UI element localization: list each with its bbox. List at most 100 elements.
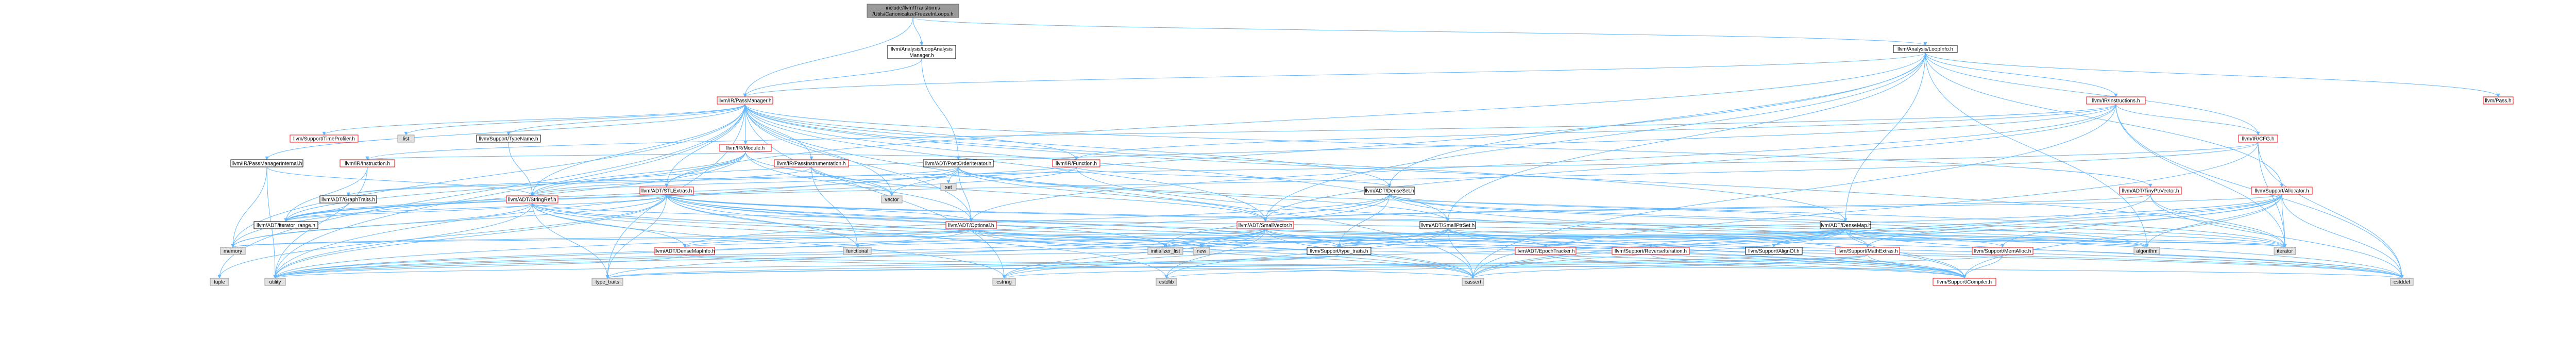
header-node-postorder[interactable]: llvm/ADT/PostOrderIterator.h [923, 159, 994, 167]
header-node-pass-box [2483, 96, 2514, 105]
header-node-root[interactable]: include/llvm/Transforms/Utils/Canonicali… [867, 4, 959, 18]
header-node-smallvector[interactable]: llvm/ADT/SmallVector.h [1236, 221, 1294, 229]
header-node-timeprof[interactable]: llvm/Support/TimeProfiler.h [290, 134, 359, 143]
header-node-denseset[interactable]: llvm/ADT/DenseSet.h [1364, 187, 1415, 195]
header-node-list-label: list [403, 137, 409, 142]
header-node-typetraits[interactable]: type_traits [591, 278, 623, 286]
header-node-allocator[interactable]: llvm/Support/Allocator.h [2251, 187, 2313, 195]
header-node-mathextras[interactable]: llvm/Support/MathExtras.h [1835, 247, 1900, 255]
header-node-pmint-box [230, 159, 303, 167]
edge-denseset-to-iterator [1389, 194, 2287, 248]
header-node-memalloc-box [1972, 247, 2033, 255]
edge-passmgr-to-timeprof [322, 104, 745, 136]
header-node-graphtraits-label: llvm/ADT/GraphTraits.h [321, 197, 375, 203]
header-node-typename[interactable]: llvm/Support/TypeName.h [476, 134, 541, 143]
edge-stlextras-to-iterator [666, 194, 2287, 248]
header-node-denseset-box [1364, 187, 1415, 195]
header-node-typetraitsllvm[interactable]: llvm/Support/type_traits.h [1307, 247, 1371, 255]
edge-loopinfo-to-pass [1925, 52, 2500, 97]
header-node-graphtraits[interactable]: llvm/ADT/GraphTraits.h [319, 195, 377, 204]
edge-module-to-iterrange [284, 151, 746, 222]
header-node-cstddef[interactable]: cstddef [2390, 278, 2414, 286]
header-node-pass[interactable]: llvm/Pass.h [2483, 96, 2514, 105]
edge-allocator-to-cassert [1471, 194, 2282, 279]
header-node-cstdlib-box [1156, 278, 1177, 286]
header-node-utility-label: utility [269, 280, 281, 285]
edge-densemapinfo-to-cassert [684, 254, 1475, 279]
edge-function-to-compiler [1076, 166, 1967, 279]
header-node-passmgr[interactable]: llvm/IR/PassManager.h [717, 96, 773, 105]
header-node-tuple-label: tuple [214, 280, 225, 285]
edge-instruction-to-iterrange [284, 166, 368, 222]
edge-allocator-to-smallvector [1263, 194, 2282, 222]
header-node-cfg-box [2238, 134, 2278, 143]
edge-instructions-to-optional [969, 104, 2116, 222]
header-node-memalloc[interactable]: llvm/Support/MemAlloc.h [1972, 247, 2033, 255]
edge-root-to-lam [912, 17, 924, 46]
header-node-reverseiter[interactable]: llvm/Support/ReverseIteration.h [1612, 247, 1690, 255]
edge-stlextras-to-optional [666, 194, 973, 222]
header-node-cfg[interactable]: llvm/IR/CFG.h [2238, 134, 2278, 143]
edge-loopinfo-to-stlextras [665, 52, 1926, 188]
header-node-stlextras-label: llvm/ADT/STLExtras.h [641, 189, 692, 194]
header-node-vector[interactable]: vector [881, 195, 903, 204]
edge-stlextras-to-typetraits [605, 194, 667, 279]
header-node-stringref[interactable]: llvm/ADT/StringRef.h [506, 195, 558, 204]
header-node-optional-box [945, 221, 997, 229]
header-node-cstddef-label: cstddef [2394, 280, 2410, 285]
header-node-densemap[interactable]: llvm/ADT/DenseMap.h [1820, 221, 1871, 229]
header-node-cstdlib[interactable]: cstdlib [1156, 278, 1177, 286]
edge-smallvector-to-cstddef [1265, 228, 2404, 279]
header-node-passinstr[interactable]: llvm/IR/PassInstrumentation.h [774, 159, 849, 167]
edge-typename-to-stringref [508, 142, 534, 196]
header-nodes: include/llvm/Transforms/Utils/Canonicali… [210, 4, 2514, 286]
header-node-tinyptr[interactable]: llvm/ADT/TinyPtrVector.h [2119, 187, 2182, 195]
header-node-module[interactable]: llvm/IR/Module.h [719, 144, 772, 152]
header-node-timeprof-box [290, 134, 359, 143]
header-node-compiler[interactable]: llvm/Support/Compiler.h [1933, 278, 1996, 286]
header-node-passmgr-box [717, 96, 773, 105]
header-node-alignof[interactable]: llvm/Support/AlignOf.h [1745, 247, 1803, 255]
header-node-alignof-box [1745, 247, 1803, 255]
header-node-cstring[interactable]: cstring [992, 278, 1016, 286]
header-node-tuple[interactable]: tuple [210, 278, 229, 286]
header-node-instruction[interactable]: llvm/IR/Instruction.h [340, 159, 395, 167]
header-node-utility[interactable]: utility [264, 278, 286, 286]
header-node-pmint[interactable]: llvm/IR/PassManagerInternal.h [230, 159, 303, 167]
edge-stlextras-to-cassert [666, 194, 1475, 279]
edge-passmgr-to-typename [506, 104, 745, 136]
header-node-cassert[interactable]: cassert [1462, 278, 1484, 286]
header-node-stringref-label: llvm/ADT/StringRef.h [508, 197, 556, 203]
header-node-allocator-label: llvm/Support/Allocator.h [2255, 189, 2309, 194]
header-node-algorithm[interactable]: algorithm [2133, 247, 2160, 255]
header-node-mathextras-label: llvm/Support/MathExtras.h [1837, 249, 1897, 255]
edge-loopinfo-to-algorithm [1925, 52, 2149, 248]
header-node-memory[interactable]: memory [220, 247, 246, 255]
edge-alignof-to-typetraits [606, 254, 1774, 279]
header-node-optional[interactable]: llvm/ADT/Optional.h [945, 221, 997, 229]
header-node-smallptrset[interactable]: llvm/ADT/SmallPtrSet.h [1419, 221, 1476, 229]
header-node-function[interactable]: llvm/IR/Function.h [1052, 159, 1100, 167]
edge-allocator-to-cstddef [2281, 194, 2404, 279]
header-node-list[interactable]: list [397, 134, 415, 143]
header-node-stlextras[interactable]: llvm/ADT/STLExtras.h [639, 187, 694, 195]
header-node-reverseiter-label: llvm/Support/ReverseIteration.h [1615, 249, 1687, 255]
header-node-iterrange[interactable]: llvm/ADT/iterator_range.h [253, 221, 318, 229]
edge-loopinfo-to-allocator [1925, 52, 2284, 188]
header-node-instruction-label: llvm/IR/Instruction.h [345, 161, 390, 167]
header-node-iterator[interactable]: iterator [2274, 247, 2296, 255]
header-node-initlist[interactable]: initializer_list [1147, 247, 1183, 255]
header-node-functional[interactable]: functional [843, 247, 872, 255]
header-node-epoch[interactable]: llvm/ADT/EpochTracker.h [1515, 247, 1577, 255]
header-node-set[interactable]: set [940, 183, 957, 191]
edge-instructions-to-iterator [2115, 104, 2287, 248]
header-node-instructions[interactable]: llvm/IR/Instructions.h [2086, 96, 2146, 105]
header-node-loopinfo[interactable]: llvm/Analysis/LoopInfo.h [1893, 45, 1958, 53]
edge-loopinfo-to-densemap [1843, 52, 1926, 222]
header-node-densemapinfo[interactable]: llvm/ADT/DenseMapInfo.h [654, 247, 715, 255]
header-node-new[interactable]: new [1193, 247, 1210, 255]
edge-densemap-to-typetraitsllvm [1337, 228, 1846, 248]
edge-stringref-to-algorithm [532, 202, 2149, 248]
header-node-loopinfo-box [1893, 45, 1958, 53]
